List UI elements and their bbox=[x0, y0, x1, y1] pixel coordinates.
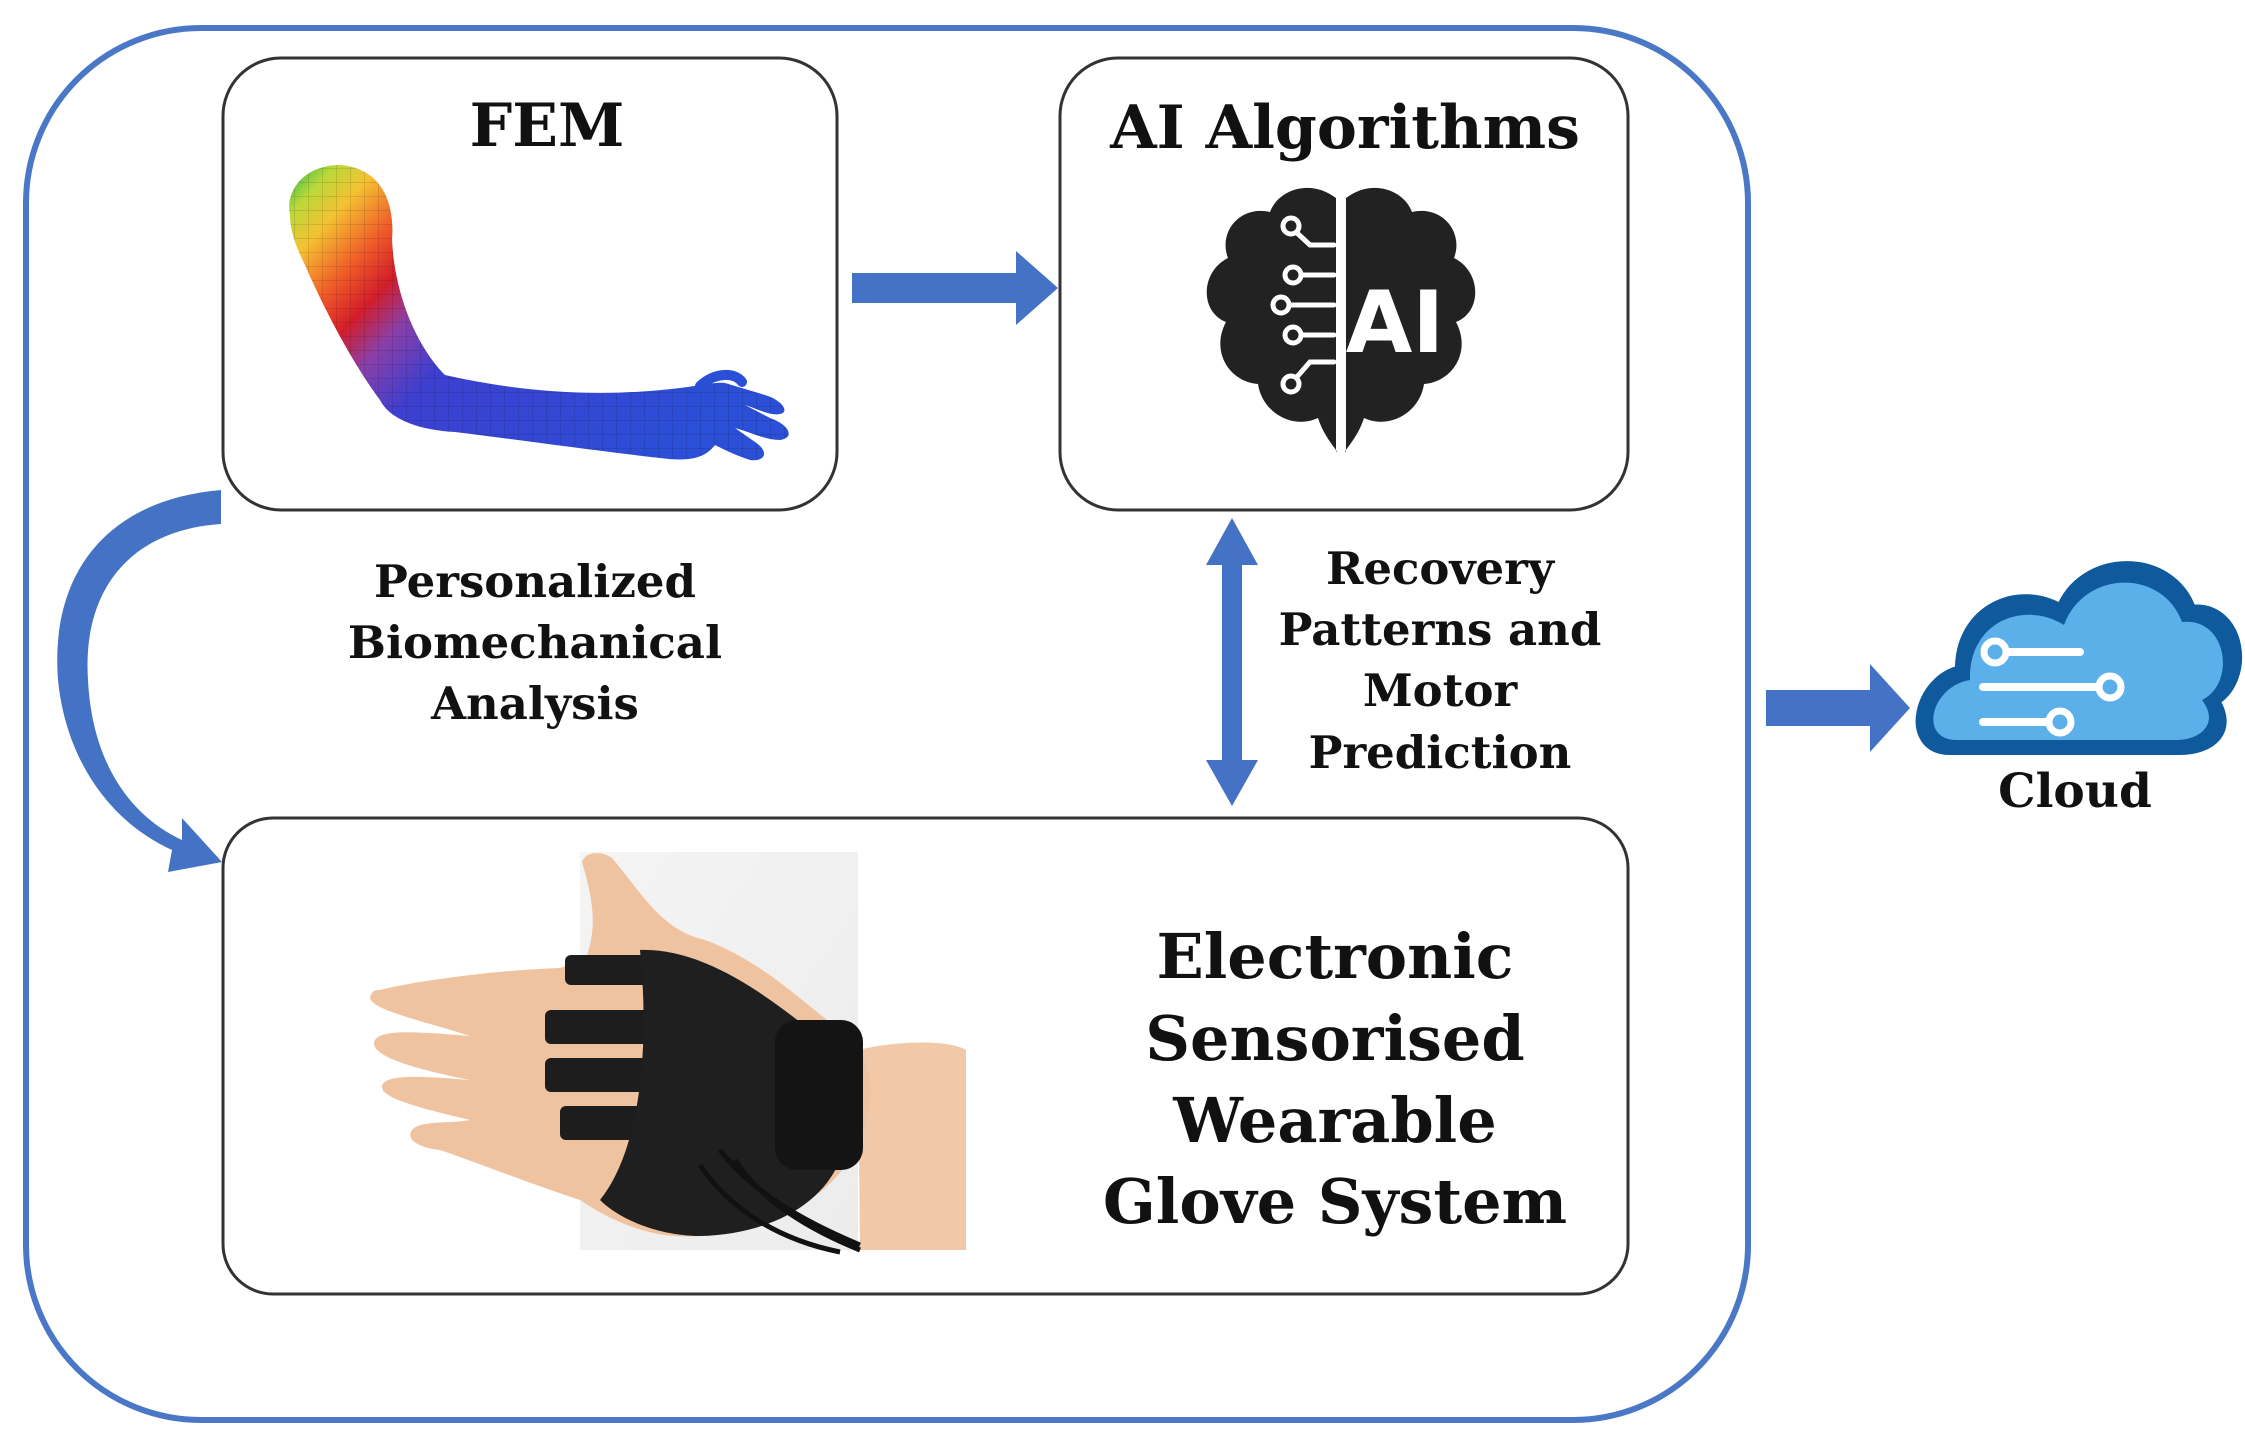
cloud-icon bbox=[1915, 561, 2243, 755]
biomech-line-1: Personalized bbox=[373, 555, 697, 608]
cloud-label: Cloud bbox=[1998, 764, 2152, 819]
glove-line-1: Electronic bbox=[1156, 920, 1514, 993]
fem-title: FEM bbox=[469, 91, 625, 161]
recovery-line-1: Recovery bbox=[1325, 542, 1555, 595]
recovery-line-4: Prediction bbox=[1308, 725, 1572, 779]
fem-title-background bbox=[288, 96, 806, 170]
outer-frame bbox=[23, 25, 1751, 1423]
sensorised-glove-photo bbox=[370, 852, 966, 1255]
system-to-cloud-arrow bbox=[1766, 664, 1910, 752]
glove-line-4: Glove System bbox=[1102, 1165, 1568, 1239]
glove-line-2: Sensorised bbox=[1145, 1001, 1525, 1075]
fem-arm-heatmap-image bbox=[289, 165, 789, 461]
ai-glove-double-arrow bbox=[1206, 518, 1258, 806]
ai-brain-icon bbox=[1206, 187, 1476, 455]
recovery-label: Recovery Patterns and Motor Prediction bbox=[1270, 538, 1610, 783]
ai-icon-text: AI bbox=[1346, 273, 1445, 373]
biomech-line-2: Biomechanical bbox=[347, 615, 723, 669]
glove-line-3: Wearable bbox=[1173, 1083, 1497, 1157]
fem-to-ai-arrow bbox=[852, 251, 1058, 325]
recovery-line-3: Motor bbox=[1362, 664, 1518, 718]
glove-title: Electronic Sensorised Wearable Glove Sys… bbox=[1080, 916, 1590, 1243]
ai-title: AI Algorithms bbox=[1110, 93, 1580, 163]
recovery-line-2: Patterns and bbox=[1278, 603, 1602, 657]
fem-to-glove-curved-arrow bbox=[57, 490, 222, 872]
biomech-line-3: Analysis bbox=[431, 676, 639, 730]
biomech-label: Personalized Biomechanical Analysis bbox=[300, 552, 770, 734]
